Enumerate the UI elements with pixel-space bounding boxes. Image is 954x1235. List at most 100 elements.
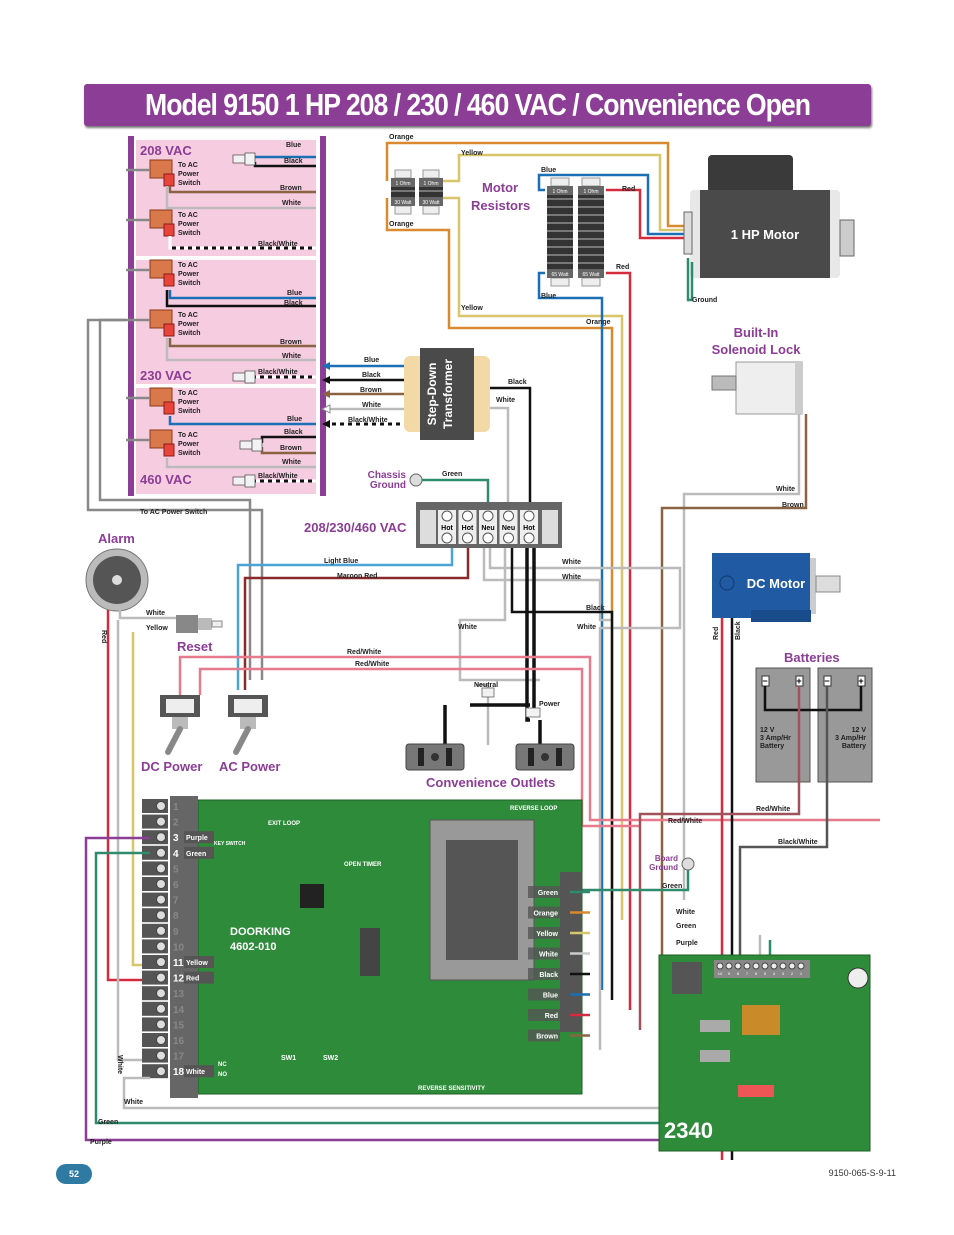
svg-text:Brown: Brown (782, 502, 804, 509)
svg-text:Brown: Brown (536, 1034, 558, 1041)
convenience-outlet-left (405, 743, 465, 771)
motor-connector-pin: Blue (528, 988, 590, 1001)
svg-text:Orange: Orange (533, 911, 558, 918)
svg-text:8: 8 (173, 911, 179, 922)
svg-text:Power: Power (178, 221, 199, 228)
motor-connector-pin: Orange (528, 906, 590, 919)
terminal-hot: Hot (520, 510, 538, 544)
svg-text:Red: Red (545, 1013, 558, 1020)
svg-text:Board: Board (655, 854, 678, 863)
board-2340-terminal: 3 (779, 962, 787, 976)
wire-label: Blue (287, 290, 302, 297)
convenience-outlet-right (515, 743, 575, 771)
wire-label: White (282, 353, 301, 360)
svg-text:Orange: Orange (389, 134, 414, 141)
svg-text:Red: Red (713, 627, 720, 640)
ac-power-switch[interactable] (228, 695, 268, 755)
wire-label: White (124, 1099, 143, 1106)
main-wire-labels: Light Blue Maroon Red White White Black … (324, 558, 605, 668)
svg-text:EXIT LOOP: EXIT LOOP (268, 821, 300, 827)
main-board-terminal: 7 (142, 892, 179, 907)
svg-text:1 Ohm: 1 Ohm (583, 189, 598, 195)
wire-label: Blue (286, 142, 301, 149)
svg-text:Green: Green (662, 883, 682, 890)
config-wires (165, 155, 316, 483)
alarm (85, 548, 149, 612)
svg-text:5: 5 (173, 864, 179, 875)
svg-text:Purple: Purple (186, 835, 208, 842)
svg-text:Chassis: Chassis (368, 470, 407, 481)
svg-text:1 Ohm: 1 Ohm (395, 181, 410, 187)
svg-text:KEY SWITCH: KEY SWITCH (214, 841, 246, 847)
svg-text:65 Watt: 65 Watt (551, 272, 569, 278)
svg-text:Blue: Blue (543, 993, 558, 1000)
svg-text:65 Watt: 65 Watt (582, 272, 600, 278)
svg-text:Red: Red (186, 976, 199, 983)
transformer-wires (330, 364, 532, 515)
convenience-outlets-label: Convenience Outlets (426, 775, 555, 790)
wire-label: White (282, 200, 301, 207)
svg-text:To AC: To AC (178, 312, 198, 319)
wire-label: Black (284, 429, 303, 436)
svg-text:Red/White: Red/White (347, 649, 381, 656)
svg-text:White: White (577, 624, 596, 631)
reset-button[interactable] (176, 615, 223, 633)
wire-label: Brown (280, 445, 302, 452)
svg-text:7: 7 (173, 896, 179, 907)
dc-power-switch[interactable] (160, 695, 200, 755)
wire-label: Black/White (778, 839, 818, 846)
battery-1: − + 12 V 3 Amp/Hr Battery (755, 667, 811, 783)
svg-text:Yellow: Yellow (536, 931, 558, 938)
svg-text:4: 4 (773, 971, 776, 976)
svg-text:8: 8 (737, 971, 740, 976)
terminal-neu: Neu (479, 510, 497, 544)
svg-text:Hot: Hot (462, 525, 474, 532)
wire-label: Black/White (258, 241, 298, 248)
svg-text:Switch: Switch (178, 280, 201, 287)
main-board-terminal: 14 (142, 1001, 185, 1016)
board-ground: Board Ground Green (576, 854, 695, 892)
svg-text:Yellow: Yellow (461, 150, 483, 157)
svg-text:SW2: SW2 (323, 1055, 338, 1062)
svg-text:Red: Red (622, 186, 635, 193)
config-208-label: 208 VAC (140, 143, 192, 158)
board-2340-terminal: 5 (761, 962, 769, 976)
svg-text:6: 6 (173, 880, 179, 891)
config-230-label: 230 VAC (140, 368, 192, 383)
terminal-block-label: 208/230/460 VAC (304, 520, 407, 535)
svg-text:Switch: Switch (178, 330, 201, 337)
title-bar: Model 9150 1 HP 208 / 230 / 460 VAC / Co… (84, 84, 871, 126)
solenoid-label-1: Built-In (734, 325, 779, 340)
svg-text:Black: Black (539, 972, 558, 979)
svg-text:Yellow: Yellow (461, 305, 483, 312)
resistor-wire-labels: Orange Yellow Orange Blue Red Red Blue Y… (389, 134, 635, 326)
svg-text:2: 2 (791, 971, 794, 976)
motor-resistors-label-1: Motor (482, 180, 518, 195)
wire-label: Red/White (756, 806, 790, 813)
svg-text:Green: Green (186, 851, 206, 858)
terminal-neu: Neu (499, 510, 518, 544)
board-2340-terminal: 2 (788, 962, 796, 976)
transformer-arrows (320, 362, 331, 428)
main-board-terminal: 8 (142, 908, 179, 923)
wire-label: White (676, 909, 695, 916)
svg-text:Neu: Neu (502, 525, 515, 532)
svg-text:Black: Black (735, 621, 742, 640)
svg-text:13: 13 (173, 989, 185, 1000)
wire-label: Green (98, 1119, 118, 1126)
svg-text:OPEN TIMER: OPEN TIMER (344, 862, 382, 868)
board-2340-terminal: 9 (725, 962, 733, 976)
svg-text:DOORKING: DOORKING (230, 926, 291, 938)
svg-text:Red: Red (616, 264, 629, 271)
svg-text:NC: NC (218, 1062, 227, 1068)
board-2340-terminal: 10 (716, 962, 724, 976)
svg-text:10: 10 (718, 971, 723, 976)
terminal-hot: Hot (458, 510, 477, 544)
